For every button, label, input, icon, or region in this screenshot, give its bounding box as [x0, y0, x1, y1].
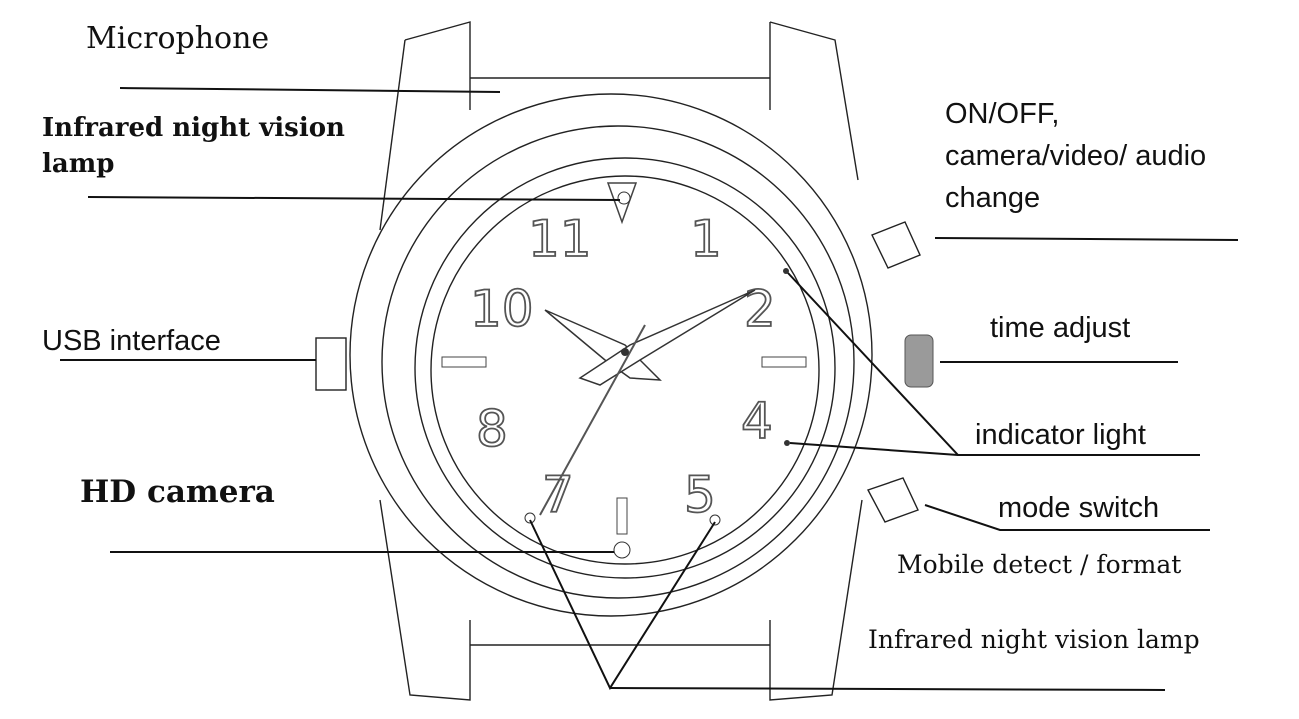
numeral-4: 4	[741, 392, 773, 450]
label-hd-camera: HD camera	[80, 474, 275, 510]
label-microphone: Microphone	[86, 21, 269, 56]
hd-camera-lens-icon	[613, 541, 631, 559]
label-indicator-light: indicator light	[975, 419, 1146, 451]
numeral-1: 1	[690, 210, 722, 268]
time-adjust-button-icon	[904, 334, 934, 388]
ir-lamp-right-icon	[709, 514, 721, 526]
hour-markers	[441, 182, 807, 559]
onoff-button-icon	[871, 221, 921, 269]
nine-marker	[441, 356, 487, 368]
watch-case	[349, 93, 873, 617]
label-mobile-detect: Mobile detect / format	[897, 550, 1181, 579]
dial-numerals: 11 1 10 2 8 4 7 5	[469, 209, 777, 525]
watch-strap	[379, 21, 863, 701]
ir-lamp-left-icon	[524, 512, 536, 524]
mode-switch-button-icon	[866, 477, 919, 523]
numeral-5: 5	[684, 466, 716, 524]
label-ir-lamp-bottom: Infrared night vision lamp	[868, 625, 1200, 654]
numeral-11: 11	[528, 210, 592, 268]
microphone-hole-icon	[783, 268, 789, 274]
label-usb-interface: USB interface	[42, 325, 221, 357]
six-marker	[616, 497, 628, 535]
label-ir-lamp-top-2: lamp	[42, 149, 114, 179]
watch-bezel	[381, 125, 855, 599]
label-ir-lamp-top-1: Infrared night vision	[42, 113, 345, 143]
label-time-adjust: time adjust	[990, 312, 1130, 344]
hand-pivot	[621, 348, 629, 356]
numeral-10: 10	[470, 280, 534, 338]
usb-port-icon	[315, 337, 347, 391]
label-onoff-2: camera/video/ audio	[945, 140, 1206, 172]
indicator-light-icon	[784, 440, 790, 446]
watch-dial-ring	[414, 157, 836, 579]
label-onoff-1: ON/OFF,	[945, 98, 1059, 130]
three-marker	[761, 356, 807, 368]
watch-dial	[430, 175, 820, 565]
numeral-7: 7	[542, 466, 574, 524]
watch-hands	[539, 289, 756, 516]
ir-lamp-top-icon	[617, 191, 631, 205]
minute-hand	[578, 289, 756, 386]
second-hand	[539, 324, 646, 516]
label-onoff-3: change	[945, 182, 1040, 214]
label-mode-switch: mode switch	[998, 492, 1159, 524]
numeral-2: 2	[744, 280, 776, 338]
numeral-8: 8	[476, 400, 508, 458]
leader-lines	[60, 87, 1239, 691]
